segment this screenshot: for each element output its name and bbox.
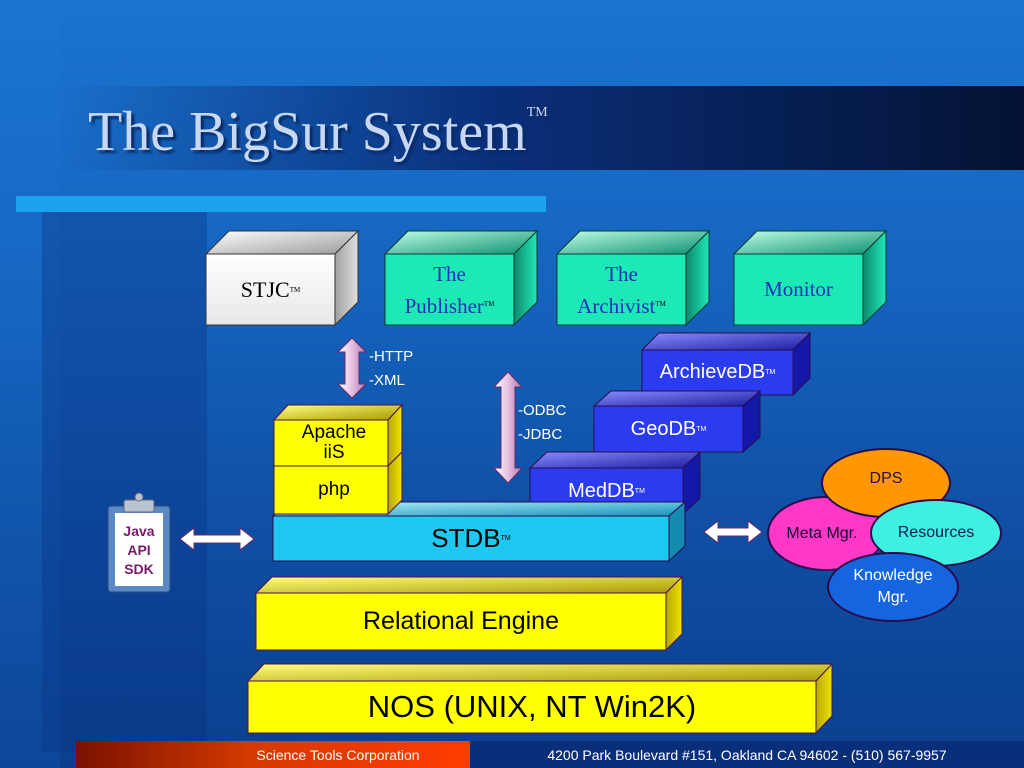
monitor-label: Monitor: [764, 277, 833, 301]
sdk-line3: SDK: [124, 560, 154, 577]
stdb-trademark: TM: [500, 535, 511, 542]
accent-line: [16, 196, 546, 212]
publisher-line1: The: [433, 261, 466, 286]
archivist-line2-wrap: ArchivistTM: [577, 289, 666, 321]
archievedb-text: ArchieveDB: [659, 361, 766, 383]
apache-text: Apache: [301, 422, 367, 443]
dps-label: DPS: [869, 470, 903, 487]
protocol-labels-odbc: -ODBC -JDBC: [518, 399, 566, 447]
background-left-strip: [0, 0, 60, 768]
stdb-services-arrow: [703, 519, 763, 545]
archivist-cube: [555, 229, 711, 327]
sdk-stdb-arrow: [179, 526, 255, 552]
geodb-trademark: TM: [696, 425, 707, 433]
archievedb-box: [640, 331, 812, 397]
clipboard-icon: [107, 492, 171, 593]
resources-label: Resources: [897, 524, 975, 541]
slide-title-text: The BigSur System: [88, 101, 527, 163]
slide-title: The BigSur SystemTM: [88, 100, 548, 164]
knowledge-line1: Knowledge: [853, 567, 933, 584]
publisher-line2: Publisher: [404, 293, 484, 318]
meddb-trademark: TM: [634, 487, 645, 495]
archievedb-trademark: TM: [765, 369, 776, 376]
footer-company-text: Science Tools Corporation: [256, 746, 420, 763]
title-band: [60, 86, 1024, 170]
xml-label: -XML: [369, 372, 405, 389]
archivist-trademark: TM: [655, 299, 666, 308]
title-trademark: TM: [526, 105, 548, 120]
protocol-labels-http: -HTTP -XML: [369, 345, 413, 393]
geodb-text: GeoDB: [630, 417, 697, 440]
footer-company: Science Tools Corporation: [76, 741, 470, 768]
nos-label: NOS (UNIX, NT Win2K): [367, 689, 697, 724]
sdk-line1: Java: [123, 522, 155, 539]
archivist-label: The ArchivistTM: [557, 254, 686, 325]
iis-text: iiS: [323, 442, 345, 463]
knowledge-line2: Mgr.: [877, 589, 909, 606]
apache-box: [272, 403, 404, 468]
stjc-trademark: TM: [289, 285, 301, 294]
sdk-line2: API: [127, 541, 151, 558]
background-panel: [42, 212, 207, 752]
monitor-cube: [732, 229, 888, 327]
nos-box: [246, 662, 834, 735]
knowledge-mgr-ellipse: Knowledge Mgr.: [827, 552, 959, 622]
php-label: php: [318, 479, 350, 500]
odbc-label: -ODBC: [518, 402, 567, 419]
publisher-cube: [383, 229, 539, 327]
stjc-text: STJC: [240, 276, 290, 302]
archivist-line2: Archivist: [577, 293, 656, 318]
publisher-label: The PublisherTM: [385, 254, 514, 325]
odbc-jdbc-arrow: [492, 371, 524, 484]
jdbc-label: -JDBC: [518, 426, 563, 443]
geodb-box: [592, 389, 762, 454]
meddb-text: MedDB: [568, 479, 635, 502]
archivist-line1: The: [605, 261, 638, 286]
http-xml-arrow: [336, 337, 368, 399]
publisher-line2-wrap: PublisherTM: [405, 289, 495, 321]
footer-address-text: 4200 Park Boulevard #151, Oakland CA 946…: [547, 746, 947, 763]
relational-engine-box: [254, 575, 684, 652]
php-box: [273, 450, 403, 516]
meta-mgr-label: Meta Mgr.: [786, 524, 858, 542]
relational-engine-label: Relational Engine: [363, 607, 559, 635]
footer-address: 4200 Park Boulevard #151, Oakland CA 946…: [470, 741, 1024, 768]
publisher-trademark: TM: [483, 299, 495, 308]
sdk-label: Java API SDK: [115, 515, 163, 585]
stdb-text: STDB: [431, 523, 501, 553]
apache-label: Apache iiS: [274, 420, 394, 466]
http-label: -HTTP: [369, 348, 414, 365]
stjc-cube: [204, 229, 360, 327]
